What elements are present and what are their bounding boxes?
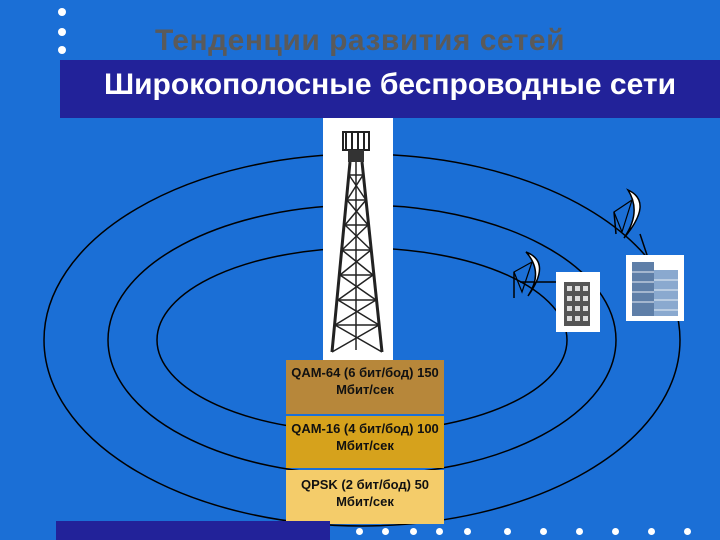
- decor-dot: [612, 528, 619, 535]
- tower-icon: [323, 118, 393, 360]
- decor-dot: [504, 528, 511, 535]
- modulation-box-qpsk: QPSK (2 бит/бод) 50 Мбит/сек: [286, 470, 444, 524]
- office-building-icon: [626, 255, 684, 321]
- bottom-band: [56, 521, 330, 540]
- office-building-icon: [556, 272, 600, 332]
- subtitle-band: Широкополосные беспроводные сети: [60, 60, 720, 118]
- decor-dot: [436, 528, 443, 535]
- decor-dot: [356, 528, 363, 535]
- dish-antenna-icon: [613, 188, 649, 259]
- decor-dot: [648, 528, 655, 535]
- modulation-box-qam16: QAM-16 (4 бит/бод) 100 Мбит/сек: [286, 416, 444, 468]
- decor-dot: [58, 8, 66, 16]
- decor-dot: [58, 46, 66, 54]
- decor-dot: [382, 528, 389, 535]
- dish-antenna-icon: [513, 251, 560, 298]
- decor-dot: [576, 528, 583, 535]
- subtitle-text: Широкополосные беспроводные сети: [103, 68, 677, 101]
- decor-dot: [410, 528, 417, 535]
- decor-dot: [58, 28, 66, 36]
- decor-dot: [464, 528, 471, 535]
- modulation-box-qam64: QAM-64 (6 бит/бод) 150 Мбит/сек: [286, 360, 444, 414]
- slide-title: Тенденции развития сетей: [154, 24, 566, 57]
- decor-dot: [540, 528, 547, 535]
- decor-dot: [684, 528, 691, 535]
